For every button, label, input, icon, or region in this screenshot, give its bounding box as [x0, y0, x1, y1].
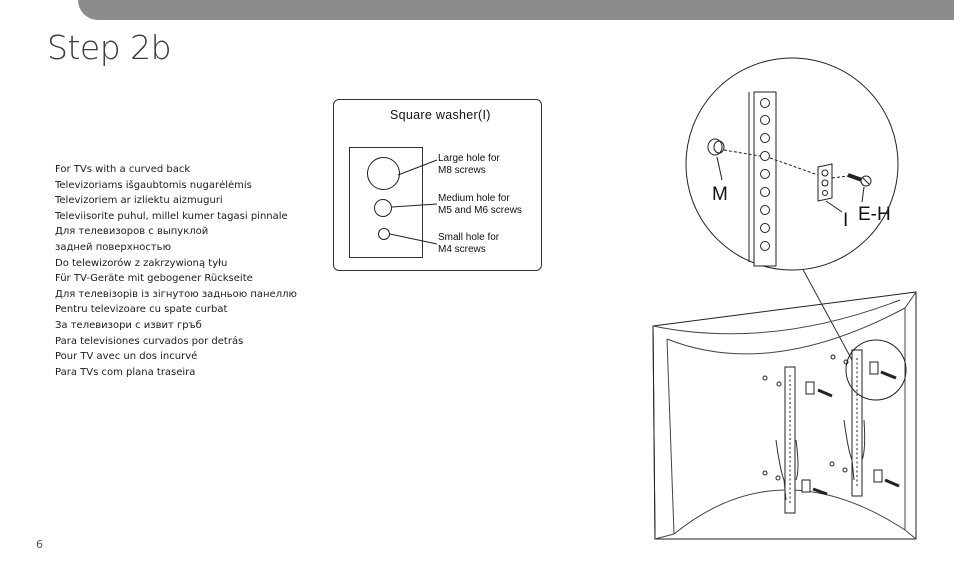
language-line: Para televisiones curvados por detrás	[55, 335, 244, 347]
callout-label-m: M	[712, 184, 728, 205]
small-hole-label: Small hole for M4 screws	[438, 232, 500, 255]
page-title: Step 2b	[47, 28, 172, 67]
legend-leader-lines	[389, 159, 438, 245]
callout-label-eh: E-H	[858, 204, 891, 225]
tv-back-panel	[652, 291, 917, 540]
small-magnifier-circle	[845, 339, 907, 401]
left-mounting-rail	[775, 366, 799, 514]
callout-detail-circle	[685, 57, 899, 271]
callout-leader-line	[799, 263, 853, 361]
rail-hole-column	[760, 98, 770, 251]
medium-hole-label: Medium hole for M5 and M6 screws	[438, 193, 522, 216]
language-line: За телевизори с извит гръб	[55, 319, 202, 331]
language-line: Televizoriams išgaubtomis nugarėlėmis	[55, 179, 252, 191]
right-mounting-rail	[843, 349, 866, 497]
language-line: Для телевизоров с выпуклой	[55, 226, 209, 238]
language-line: Pour TV avec un dos incurvé	[55, 351, 198, 363]
language-line: Para TVs com plana traseira	[55, 366, 196, 378]
language-line: Televiisorite puhul, millel kumer tagasi…	[55, 210, 288, 222]
screw-icon	[847, 173, 872, 187]
language-line: Televizoriem ar izliektu aizmuguri	[55, 195, 223, 207]
language-line: For TVs with a curved back	[55, 164, 191, 175]
large-hole	[367, 157, 400, 190]
language-line: Pentru televizoare cu spate curbat	[55, 304, 228, 316]
small-hole	[378, 228, 390, 240]
legend-title: Square washer(I)	[390, 108, 491, 122]
callout-label-i: I	[843, 210, 848, 231]
medium-hole	[374, 199, 392, 217]
language-line: задней поверхностью	[55, 241, 171, 253]
spacer-m-icon	[707, 138, 725, 156]
language-line: Für TV-Geräte mit gebogener Rückseite	[55, 273, 253, 285]
washer-legend-box: Square washer(I) Large hole for M8 screw…	[333, 99, 542, 271]
header-bar	[78, 0, 954, 20]
language-line: Do telewizorów z zakrzywioną tyłu	[55, 257, 228, 269]
mount-hardware	[762, 354, 900, 496]
large-hole-label: Large hole for M8 screws	[438, 153, 500, 176]
language-line: Для телевізорів із зігнутою задньою пане…	[55, 288, 297, 300]
language-list: For TVs with a curved back Televizoriams…	[55, 162, 297, 380]
square-washer-diagram	[349, 147, 423, 258]
page-number: 6	[36, 538, 43, 551]
square-washer-icon	[817, 163, 833, 202]
